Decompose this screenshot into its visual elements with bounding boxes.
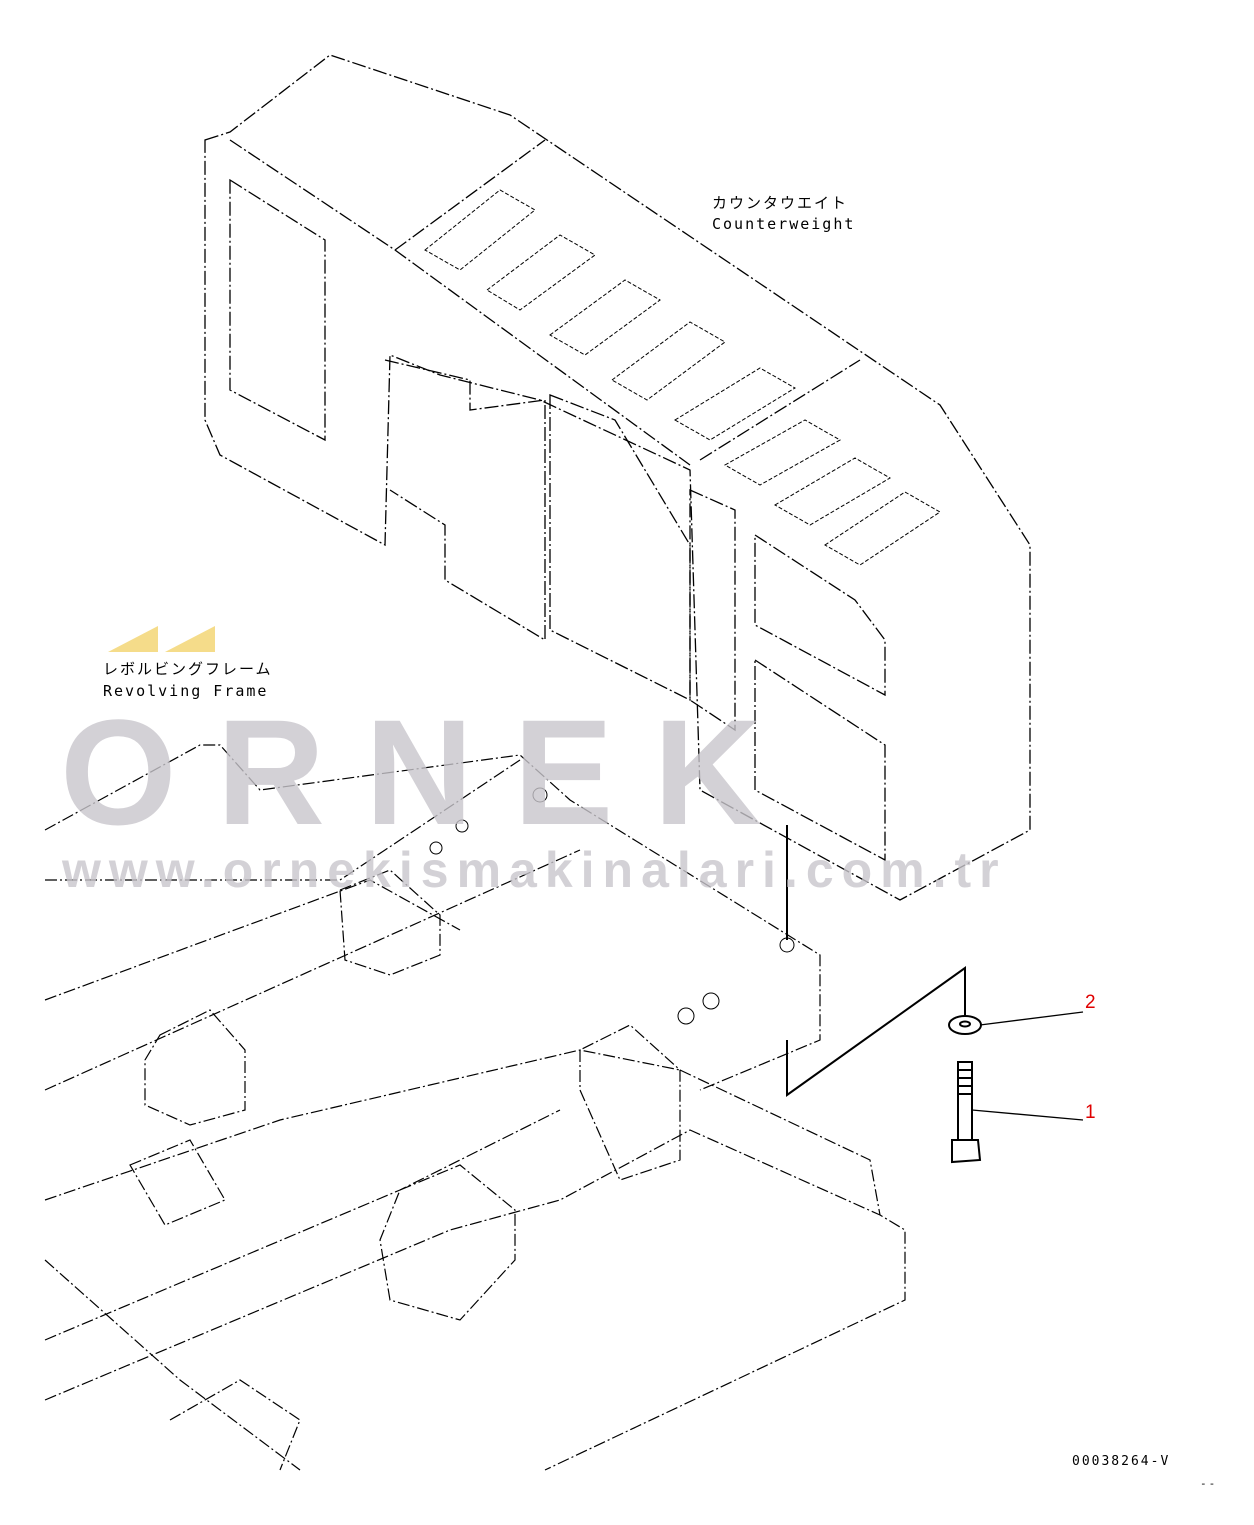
callout-2[interactable]: 2 bbox=[1085, 992, 1096, 1013]
revolving-frame-label-jp: レボルビングフレーム bbox=[103, 660, 273, 678]
revolving-frame bbox=[44, 744, 906, 1471]
watermark-url: www.ornekismakinalari.com.tr bbox=[62, 842, 1007, 898]
counterweight bbox=[204, 54, 1031, 901]
corner-mark: -- bbox=[1200, 1477, 1218, 1490]
counterweight-label: Counterweight bbox=[712, 215, 856, 233]
callout-leaders bbox=[971, 1011, 1084, 1121]
washer bbox=[948, 1015, 982, 1035]
revolving-frame-label: Revolving Frame bbox=[103, 682, 269, 700]
callout-1[interactable]: 1 bbox=[1085, 1102, 1096, 1123]
counterweight-label-jp: カウンタウエイト bbox=[712, 194, 849, 212]
bolt bbox=[951, 1061, 982, 1164]
watermark-accent bbox=[108, 626, 215, 652]
counterweight-plates bbox=[424, 189, 941, 566]
drawing-number: 00038264-V bbox=[1072, 1454, 1171, 1469]
watermark-brand: ORNEK bbox=[60, 688, 802, 856]
leader-assembly bbox=[786, 825, 966, 1097]
frame-holes bbox=[429, 787, 795, 1025]
